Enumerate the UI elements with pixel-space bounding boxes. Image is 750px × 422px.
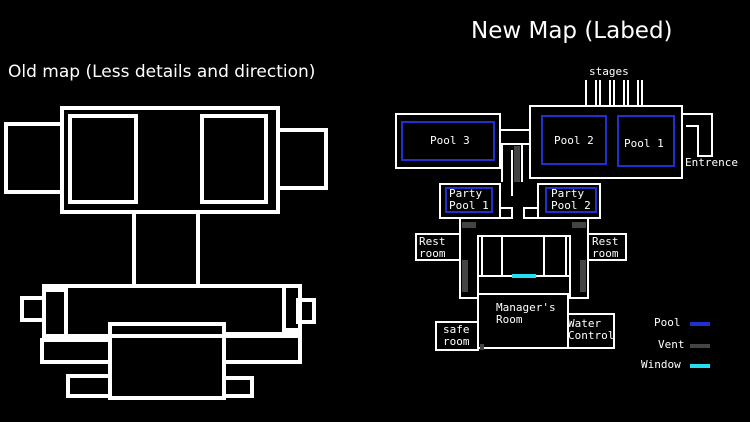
party-pool-2-room [537, 183, 601, 219]
water-control-line1: Water [568, 317, 602, 330]
vents [462, 146, 586, 350]
party-pool-2-line1: Party [551, 187, 585, 200]
pool-outlines [401, 115, 675, 213]
party-pool-1-room [439, 183, 501, 219]
managers-room-line2: Room [496, 313, 523, 326]
old-map [4, 106, 328, 400]
label-pool1: Pool 1 [624, 137, 664, 150]
vent [572, 222, 586, 228]
party-link-right [523, 207, 539, 219]
old-left-wing [4, 122, 64, 194]
pool2-water [541, 115, 607, 165]
old-lower-right [222, 332, 302, 364]
old-right-stub [296, 298, 316, 324]
entrance-outline [682, 113, 713, 157]
legend-window-label: Window [641, 358, 681, 371]
legend-window-swatch [690, 364, 710, 368]
new-map [395, 80, 713, 351]
label-rest-room-right: Rest room [592, 236, 619, 260]
party-pool-2-line2: Pool 2 [551, 199, 591, 212]
party-pool-1-line1: Party [449, 187, 483, 200]
water-control-box [567, 313, 615, 349]
rest-room-left-line1: Rest [419, 235, 446, 248]
rest-room-left [415, 233, 461, 261]
top-connector [499, 129, 531, 145]
old-top-hall [60, 106, 280, 214]
old-corridor [132, 210, 200, 288]
label-pool3: Pool 3 [430, 134, 470, 147]
legend-vent-swatch [690, 344, 710, 348]
water-control-line2: Control [568, 329, 615, 342]
managers-room-line1: Manager's [496, 301, 556, 314]
vent [462, 260, 468, 292]
old-top-left-room [68, 114, 138, 204]
new-map-title: New Map (Labed) [471, 18, 673, 44]
old-middle-hall [42, 284, 302, 338]
old-lower-left [40, 338, 112, 364]
old-top-right-room [200, 114, 268, 204]
old-map-title: Old map (Less details and direction) [8, 62, 316, 82]
label-stages: stages [589, 65, 629, 78]
label-managers-room: Manager's Room [496, 302, 556, 326]
label-party-pool-2: Party Pool 2 [551, 188, 591, 212]
window-mark [512, 274, 536, 278]
legend-pool-swatch [690, 322, 710, 326]
rest-room-right-line1: Rest [592, 235, 619, 248]
old-bottom-right [222, 376, 254, 398]
safe-room-line1: safe [443, 323, 470, 336]
legend-pool-label: Pool [654, 316, 681, 329]
label-pool2: Pool 2 [554, 134, 594, 147]
old-left-stub [20, 296, 46, 322]
vent [580, 260, 586, 292]
old-mid-left-block [42, 288, 68, 338]
party-pool2-water [545, 187, 597, 213]
vent [462, 222, 476, 228]
rest-room-right [587, 233, 627, 261]
label-safe-room: safe room [443, 324, 470, 348]
vent [514, 146, 520, 182]
label-rest-room-left: Rest room [419, 236, 446, 260]
party-pool-1-line2: Pool 1 [449, 199, 489, 212]
safe-room-line2: room [443, 335, 470, 348]
pool3-water [401, 121, 495, 161]
old-right-wing [276, 128, 328, 190]
central-hall [459, 218, 589, 299]
main-hall [529, 105, 683, 179]
party-link-left [499, 207, 513, 219]
legend-vent-label: Vent [658, 338, 685, 351]
party-pool1-water [445, 187, 493, 213]
label-party-pool-1: Party Pool 1 [449, 188, 489, 212]
rest-room-left-line2: room [419, 247, 446, 260]
pool1-water [617, 115, 675, 167]
vent [480, 344, 484, 350]
label-entrance: Entrence [685, 156, 738, 169]
old-bottom-left [66, 374, 112, 398]
safe-room-box [435, 321, 479, 351]
rest-room-right-line2: room [592, 247, 619, 260]
label-water-control: Water Control [568, 318, 614, 342]
